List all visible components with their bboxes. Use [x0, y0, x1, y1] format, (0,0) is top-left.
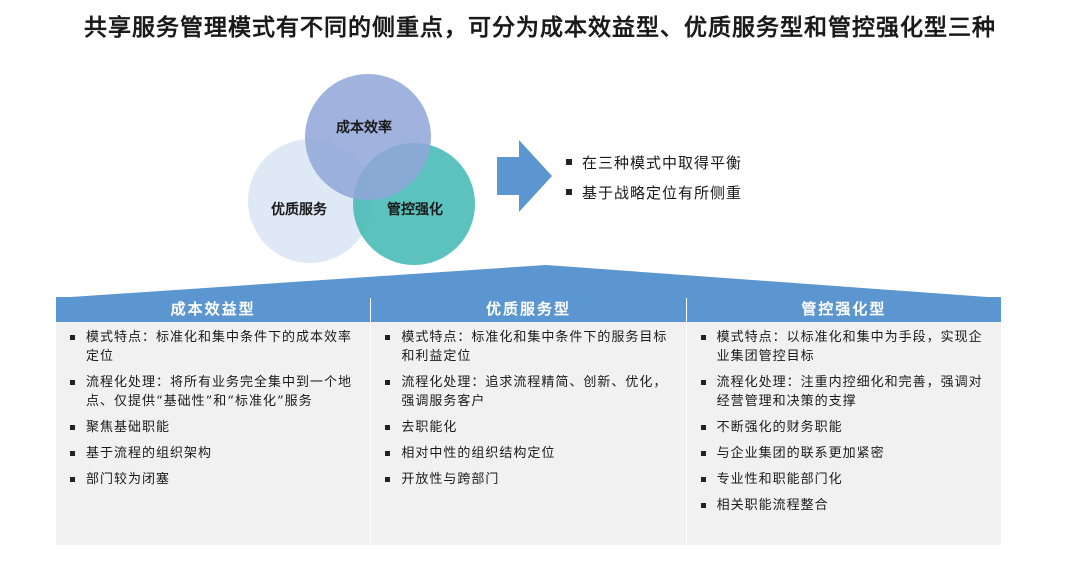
page-title: 共享服务管理模式有不同的侧重点，可分为成本效益型、优质服务型和管控强化型三种 — [84, 14, 996, 41]
bullet-square-icon — [700, 451, 706, 456]
column-header: 管控强化型 — [686, 297, 1001, 322]
bullet-square-icon — [700, 477, 706, 482]
list-item: 模式特点：标准化和集中条件下的服务目标和利益定位 — [383, 328, 675, 366]
list-item: 模式特点：以标准化和集中为手段，实现企业集团管控目标 — [699, 328, 991, 366]
list-item: 模式特点：标准化和集中条件下的成本效率定位 — [68, 328, 360, 366]
bullet-square-icon — [700, 425, 706, 430]
venn-circle-cost — [305, 74, 431, 200]
bullet-square-icon — [385, 425, 391, 430]
list-item: 相关职能流程整合 — [699, 496, 991, 515]
bullet-square-icon — [700, 503, 706, 508]
balance-item: 在三种模式中取得平衡 — [566, 148, 742, 178]
bullet-square-icon — [700, 335, 706, 340]
venn-circles — [248, 74, 475, 265]
bullet-square-icon — [385, 380, 391, 385]
bullet-square-icon — [70, 451, 75, 456]
list-item: 流程化处理：注重内控细化和完善，强调对经营管理和决策的支撑 — [699, 373, 991, 411]
list-item: 专业性和职能部门化 — [699, 470, 991, 489]
bullet-square-icon — [385, 335, 391, 340]
column-cost-benefit: 成本效益型 模式特点：标准化和集中条件下的成本效率定位 流程化处理：将所有业务完… — [56, 297, 371, 545]
bullet-square-icon — [566, 189, 572, 195]
right-arrow-icon — [497, 140, 552, 212]
bullet-square-icon — [700, 380, 706, 385]
bullet-square-icon — [566, 159, 572, 165]
bullet-square-icon — [385, 451, 391, 456]
column-quality-service: 优质服务型 模式特点：标准化和集中条件下的服务目标和利益定位 流程化处理：追求流… — [371, 297, 686, 545]
roof-triangle — [56, 265, 1001, 298]
list-item: 流程化处理：将所有业务完全集中到一个地点、仅提供“基础性”和“标准化”服务 — [68, 373, 360, 411]
column-body: 模式特点：以标准化和集中为手段，实现企业集团管控目标 流程化处理：注重内控细化和… — [686, 322, 1001, 545]
list-item: 相对中性的组织结构定位 — [383, 444, 675, 463]
list-item: 流程化处理：追求流程精简、创新、优化，强调服务客户 — [383, 373, 675, 411]
column-body: 模式特点：标准化和集中条件下的成本效率定位 流程化处理：将所有业务完全集中到一个… — [56, 322, 371, 545]
list-item: 基于流程的组织架构 — [68, 444, 360, 463]
list-item: 开放性与跨部门 — [383, 470, 675, 489]
column-body: 模式特点：标准化和集中条件下的服务目标和利益定位 流程化处理：追求流程精简、创新… — [371, 322, 686, 545]
venn-label-quality: 优质服务 — [271, 202, 327, 218]
venn-diagram: 成本效率 优质服务 管控强化 — [240, 70, 490, 275]
column-header: 成本效益型 — [56, 297, 371, 322]
column-header: 优质服务型 — [371, 297, 686, 322]
balance-item: 基于战略定位有所侧重 — [566, 178, 742, 208]
list-item: 与企业集团的联系更加紧密 — [699, 444, 991, 463]
balance-list: 在三种模式中取得平衡 基于战略定位有所侧重 — [566, 148, 742, 208]
bullet-square-icon — [70, 425, 75, 430]
mode-columns: 成本效益型 模式特点：标准化和集中条件下的成本效率定位 流程化处理：将所有业务完… — [56, 297, 1001, 545]
bullet-square-icon — [70, 477, 75, 482]
list-item: 聚焦基础职能 — [68, 418, 360, 437]
bullet-square-icon — [385, 477, 391, 482]
list-item: 部门较为闭塞 — [68, 470, 360, 489]
bullet-square-icon — [70, 335, 75, 340]
list-item: 去职能化 — [383, 418, 675, 437]
venn-label-cost: 成本效率 — [336, 120, 392, 136]
venn-label-control: 管控强化 — [387, 202, 443, 218]
list-item: 不断强化的财务职能 — [699, 418, 991, 437]
column-control-enhanced: 管控强化型 模式特点：以标准化和集中为手段，实现企业集团管控目标 流程化处理：注… — [686, 297, 1001, 545]
bullet-square-icon — [70, 380, 75, 385]
